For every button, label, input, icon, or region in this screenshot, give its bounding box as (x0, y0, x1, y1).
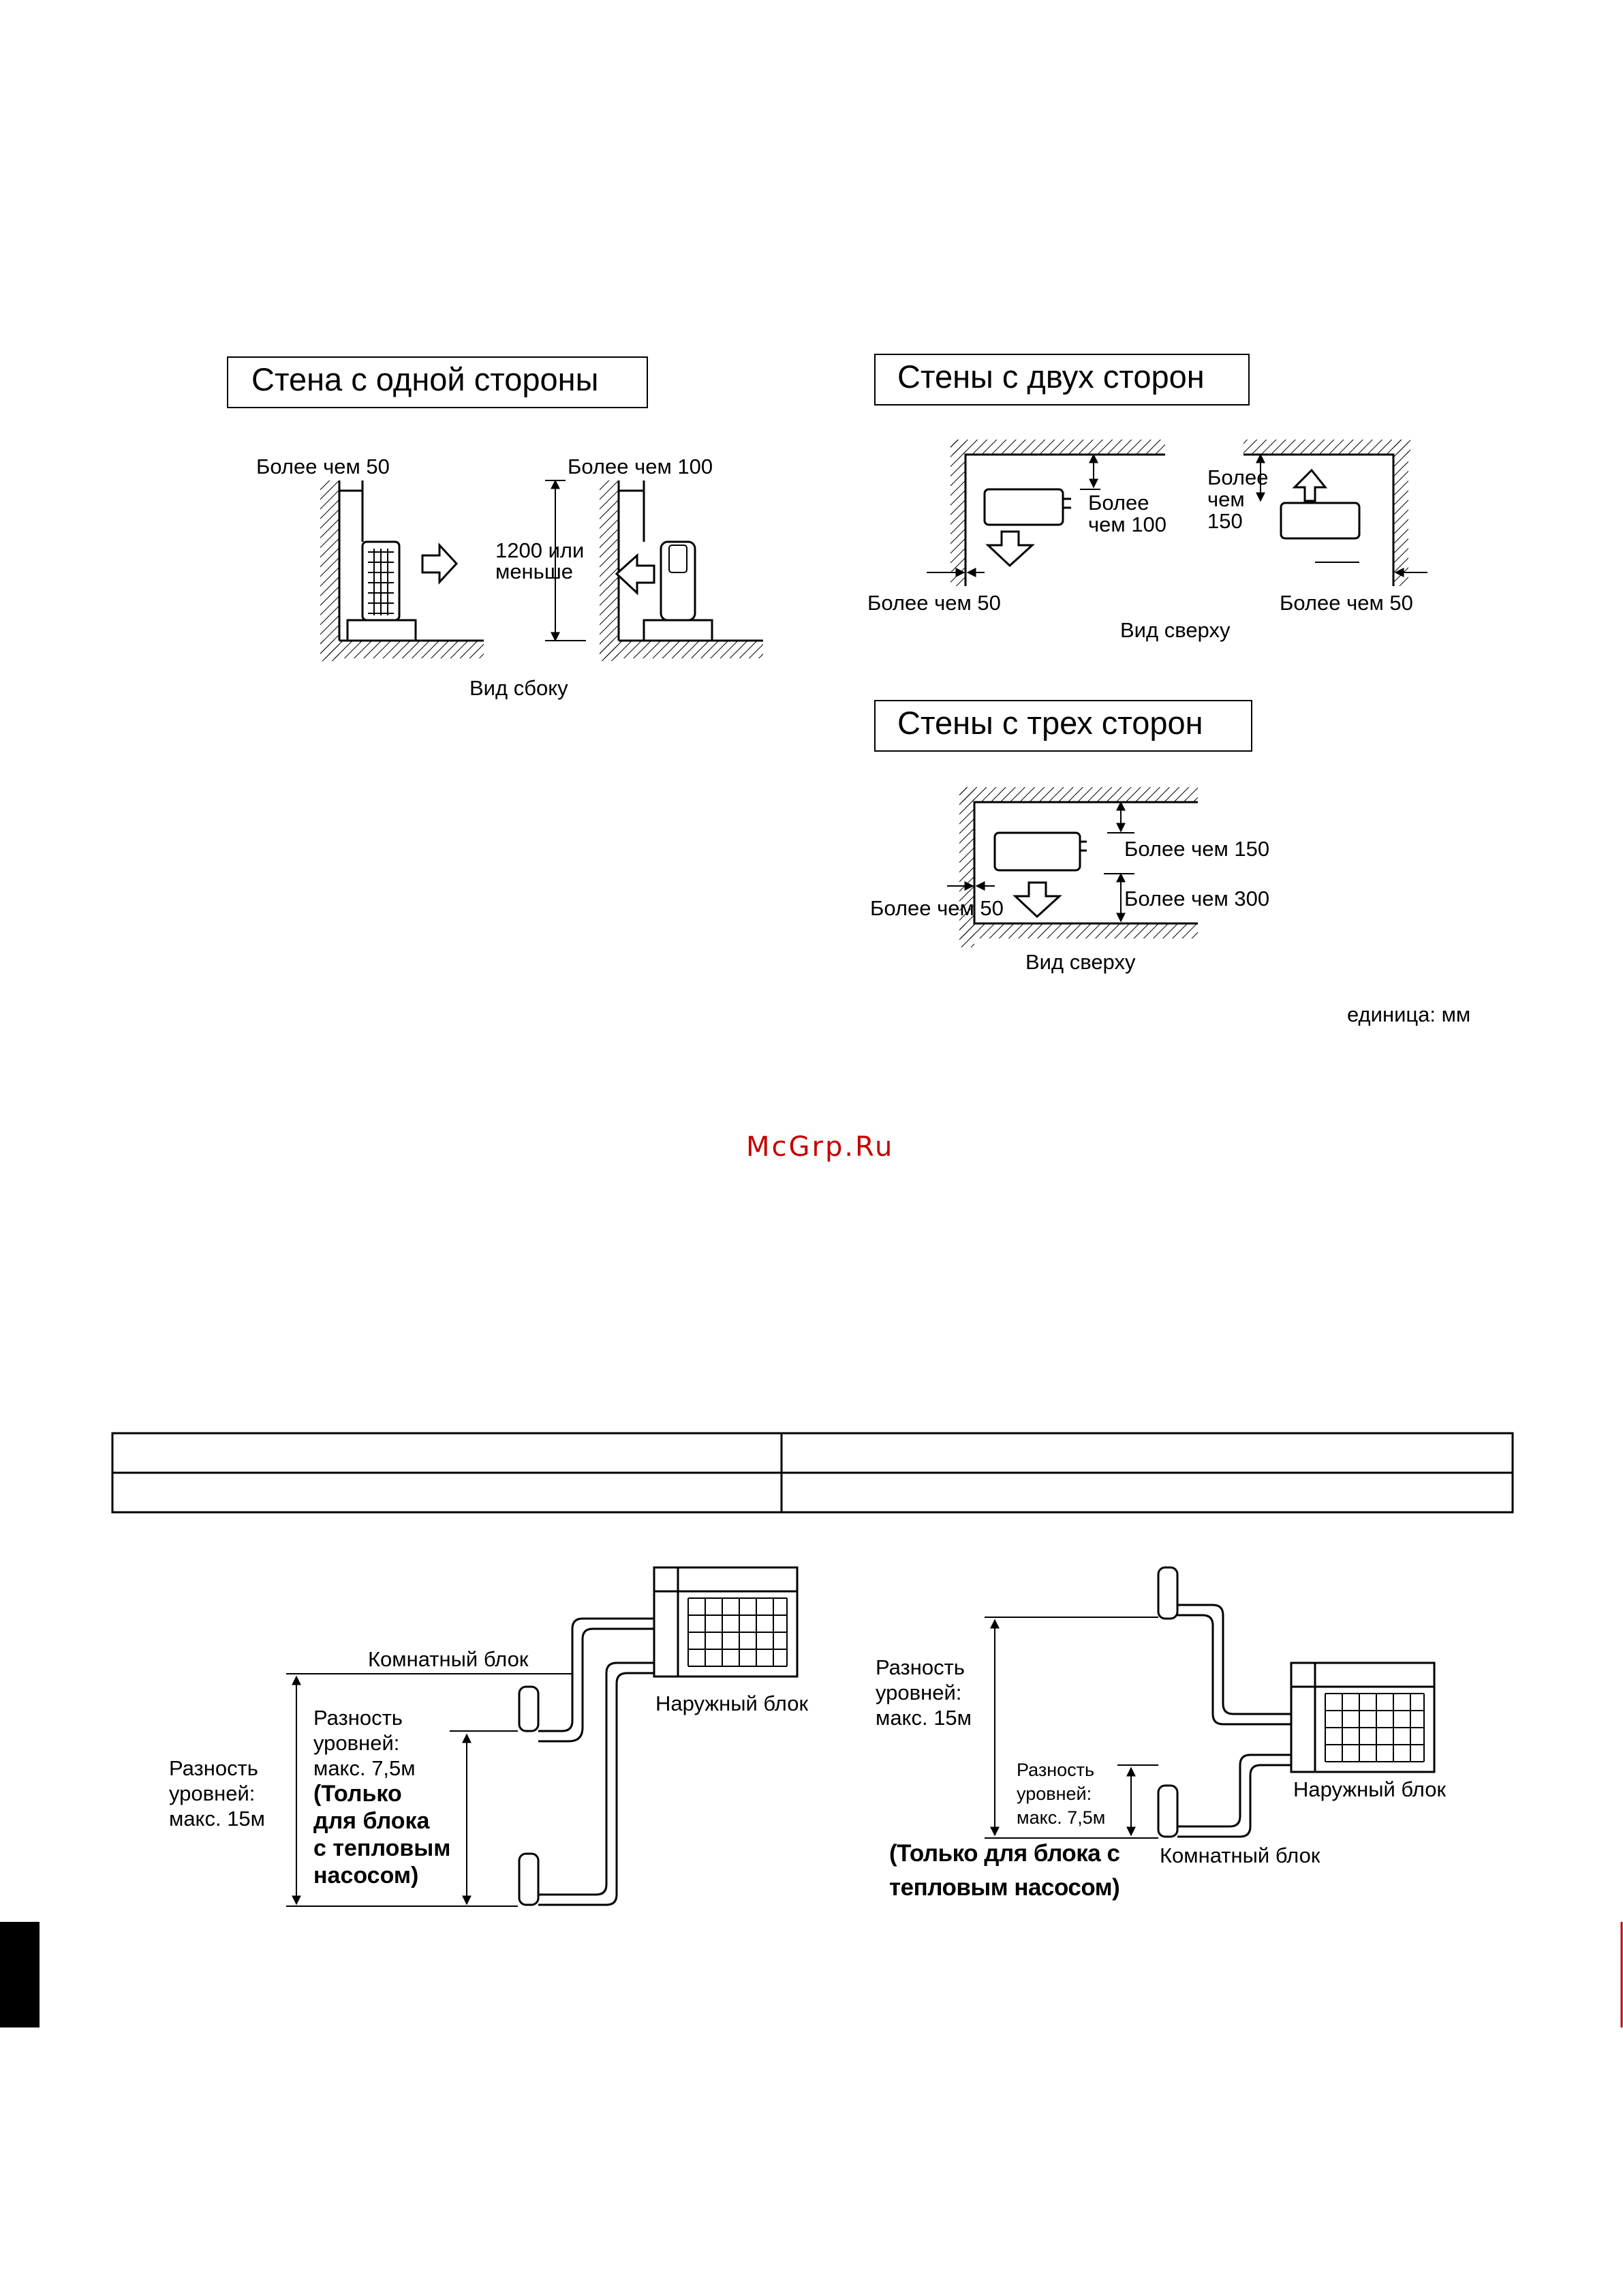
ll-diff-big-1: Разность (169, 1756, 258, 1780)
ll-diff-small-3: макс. 7,5м (313, 1756, 416, 1780)
unit-note: единица: мм (1347, 1002, 1471, 1026)
ll-heat-1: (Только (313, 1781, 402, 1807)
side-tab (0, 1922, 40, 2027)
lr-diff-big-1: Разность (876, 1655, 965, 1679)
two-walls-bottom-left: Более чем 50 (867, 591, 1001, 615)
lr-diff-big-2: уровней: (876, 1681, 962, 1704)
clearance-100-label: Более чем 100 (568, 455, 713, 478)
three-walls-left-clearance: Более чем 50 (870, 896, 1004, 920)
section-title-one-wall: Стена с одной стороны (227, 356, 648, 408)
ll-heat-4: насосом) (313, 1863, 419, 1888)
lr-diff-small-2: уровней: (1017, 1784, 1092, 1804)
lr-outdoor-label: Наружный блок (1293, 1777, 1447, 1801)
section-title-two-walls: Стены с двух сторон (874, 354, 1250, 405)
ll-diff-big-2: уровней: (169, 1781, 256, 1805)
two-walls-bottom-right: Более чем 50 (1280, 591, 1413, 615)
ll-diff-big-3: макс. 15м (169, 1807, 265, 1831)
lr-diff-small-1: Разность (1017, 1760, 1095, 1780)
ll-diff-small-1: Разность (313, 1706, 403, 1730)
two-walls-top-right-line1: Более (1207, 465, 1269, 489)
height-limit-line2: меньше (495, 560, 573, 583)
two-walls-top-right-line3: 150 (1207, 509, 1243, 533)
two-walls-view-caption: Вид сверху (1120, 618, 1231, 642)
height-limit-line1: 1200 или (495, 538, 585, 562)
ll-heat-3: с тепловым (313, 1835, 451, 1861)
section-title-three-walls: Стены с трех сторон (874, 700, 1252, 752)
lower-right-diagram (985, 1566, 1436, 1839)
ll-heat-2: для блока (313, 1808, 430, 1834)
lr-diff-big-3: макс. 15м (876, 1706, 972, 1730)
lower-left-diagram (286, 1566, 799, 1907)
side-view-caption: Вид сбоку (469, 676, 568, 700)
empty-table (111, 1432, 1514, 1514)
two-walls-top-right-line2: чем (1207, 487, 1245, 511)
two-walls-diagram (927, 440, 1427, 586)
lr-heat-2: тепловым насосом) (889, 1874, 1120, 1901)
one-wall-diagram (320, 479, 763, 661)
three-walls-top-clearance: Более чем 150 (1124, 837, 1270, 861)
three-walls-bottom-clearance: Более чем 300 (1124, 887, 1270, 910)
lr-diff-small-3: макс. 7,5м (1017, 1807, 1106, 1828)
watermark: McGrp.Ru (746, 1131, 895, 1163)
three-walls-diagram (947, 787, 1198, 947)
ll-outdoor-label: Наружный блок (655, 1692, 809, 1715)
two-walls-top-left-line2: чем 100 (1088, 512, 1167, 536)
three-walls-view-caption: Вид сверху (1025, 950, 1136, 974)
two-walls-top-left-line1: Более (1088, 491, 1149, 515)
ll-diff-small-2: уровней: (313, 1731, 400, 1755)
lr-indoor-label: Комнатный блок (1160, 1843, 1320, 1867)
clearance-50-label: Более чем 50 (256, 455, 390, 478)
lr-heat-1: (Только для блока с (889, 1840, 1120, 1867)
ll-indoor-label: Комнатный блок (368, 1647, 529, 1671)
